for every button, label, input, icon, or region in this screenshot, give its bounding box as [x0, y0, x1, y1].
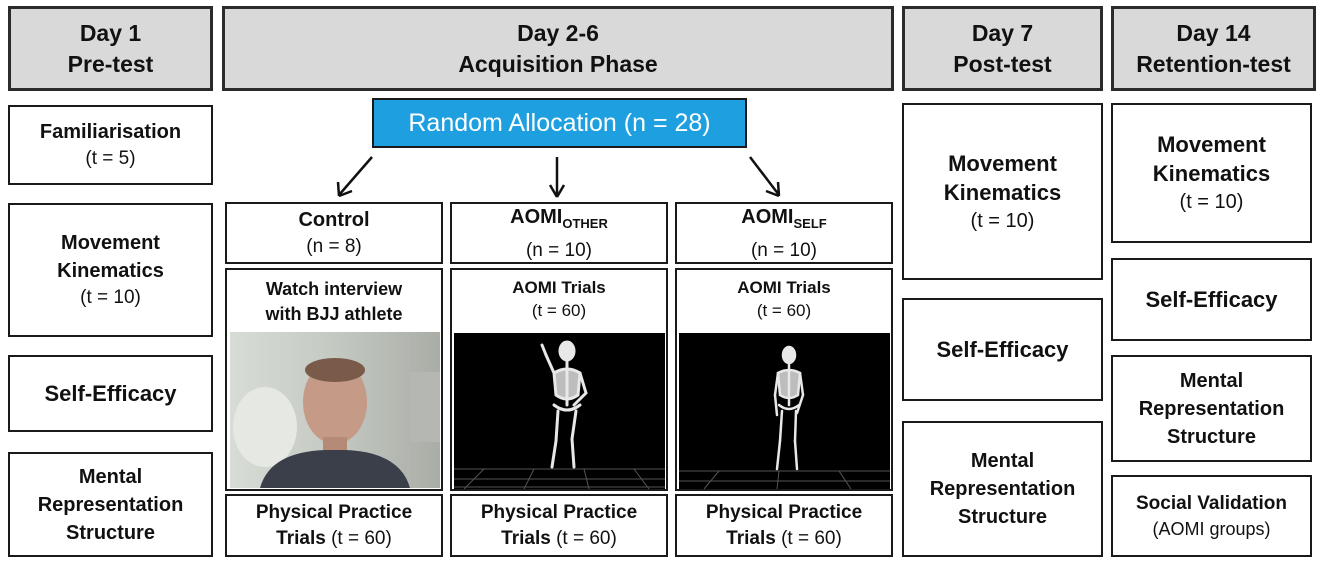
random-allocation-box: Random Allocation (n = 28) [372, 98, 747, 148]
pretest-mental-line1: Mental [78, 465, 143, 488]
aomi-self-task-line1: AOMI Trials [737, 278, 831, 297]
posttest-mental-line2: Representation [929, 478, 1076, 500]
control-title: Control [298, 209, 370, 231]
control-task-line1: Watch interview [265, 279, 403, 299]
retention-kinematics-detail: (t = 10) [1179, 191, 1244, 213]
pretest-kinematics-detail: (t = 10) [80, 287, 141, 308]
posttest-kinematics-box: Movement Kinematics (t = 10) [902, 103, 1103, 280]
aomi-self-practice-line1: Physical Practice [705, 501, 863, 523]
day7-header-line1: Day 7 [971, 19, 1034, 46]
random-allocation-label: Random Allocation (n = 28) [408, 108, 711, 137]
aomi-other-practice-line2: Trials (t = 60) [501, 526, 617, 552]
aomi-self-title-wrap: AOMISELF [741, 203, 826, 238]
pretest-mental-line2: Representation [37, 493, 184, 516]
control-task-line2: with BJJ athlete [265, 304, 403, 324]
retention-social-box: Social Validation (AOMI groups) [1111, 475, 1312, 557]
control-practice-box: Physical Practice Trials (t = 60) [225, 494, 443, 557]
aomi-other-title-sub: OTHER [562, 215, 608, 231]
interview-video-thumbnail [230, 332, 440, 488]
aomi-self-practice-box: Physical Practice Trials (t = 60) [675, 494, 893, 557]
aomi-other-practice-box: Physical Practice Trials (t = 60) [450, 494, 668, 557]
aomi-other-task-detail: (t = 60) [531, 301, 587, 320]
retention-kinematics-line1: Movement [1157, 132, 1266, 157]
aomi-other-n: (n = 10) [525, 239, 592, 261]
day2-6-header: Day 2-6 Acquisition Phase [222, 6, 894, 91]
familiarisation-box: Familiarisation (t = 5) [8, 105, 213, 185]
aomi-self-practice-detail: (t = 60) [781, 527, 842, 549]
day7-header: Day 7 Post-test [902, 6, 1103, 91]
retention-mental-line2: Representation [1138, 397, 1285, 420]
control-practice-line1: Physical Practice [255, 501, 413, 523]
control-practice-detail: (t = 60) [331, 527, 392, 549]
pretest-kinematics-line2: Kinematics [57, 260, 164, 282]
arrow-to-control-head [336, 181, 353, 198]
retention-social-detail: (AOMI groups) [1152, 518, 1271, 539]
aomi-self-title-sub: SELF [793, 215, 827, 231]
retention-self-efficacy-title: Self-Efficacy [1145, 287, 1278, 312]
day1-header-line1: Day 1 [79, 19, 142, 46]
posttest-kinematics-detail: (t = 10) [970, 209, 1035, 232]
day14-header-line1: Day 14 [1176, 19, 1251, 46]
posttest-kinematics-line1: Movement [948, 150, 1057, 176]
aomi-other-practice-trials: Trials [501, 527, 551, 549]
day14-header: Day 14 Retention-test [1111, 6, 1316, 91]
pretest-kinematics-box: Movement Kinematics (t = 10) [8, 203, 213, 337]
familiarisation-title: Familiarisation [39, 121, 182, 143]
aomi-self-practice-line2: Trials (t = 60) [726, 526, 842, 552]
aomi-self-title-box: AOMISELF (n = 10) [675, 202, 893, 264]
day14-header-line2: Retention-test [1136, 50, 1291, 77]
aomi-self-n: (n = 10) [750, 239, 817, 261]
posttest-self-efficacy-box: Self-Efficacy [902, 298, 1103, 401]
aomi-other-title-box: AOMIOTHER (n = 10) [450, 202, 668, 264]
interview-video-image [230, 332, 440, 488]
skeleton-other-image [454, 340, 665, 489]
day2-6-header-line1: Day 2-6 [517, 19, 599, 46]
posttest-mental-line3: Structure [958, 506, 1047, 528]
pretest-mental-box: Mental Representation Structure [8, 452, 213, 557]
retention-social-title: Social Validation [1136, 492, 1287, 514]
day1-header: Day 1 Pre-test [8, 6, 213, 91]
pretest-mental-line3: Structure [66, 521, 155, 544]
posttest-mental-box: Mental Representation Structure [902, 421, 1103, 557]
arrow-to-control [338, 156, 373, 196]
aomi-other-video-thumbnail [454, 333, 665, 489]
day2-6-header-line2: Acquisition Phase [458, 50, 658, 77]
posttest-mental-line1: Mental [970, 450, 1035, 472]
control-n: (n = 8) [306, 236, 362, 257]
pretest-self-efficacy-title: Self-Efficacy [44, 381, 177, 406]
retention-self-efficacy-box: Self-Efficacy [1111, 258, 1312, 341]
posttest-kinematics-line2: Kinematics [943, 179, 1062, 205]
control-practice-line2: Trials (t = 60) [276, 526, 392, 552]
aomi-other-practice-detail: (t = 60) [556, 527, 617, 549]
skeleton-self-image [679, 345, 890, 489]
familiarisation-detail: (t = 5) [85, 148, 136, 169]
aomi-self-title: AOMI [741, 205, 794, 228]
aomi-self-task-detail: (t = 60) [756, 301, 812, 320]
control-title-box: Control (n = 8) [225, 202, 443, 264]
arrow-to-aomi-other-head [548, 184, 566, 198]
posttest-self-efficacy-title: Self-Efficacy [936, 337, 1069, 362]
retention-kinematics-line2: Kinematics [1152, 161, 1271, 186]
aomi-other-title: AOMI [510, 205, 563, 228]
arrow-to-aomi-self-head [765, 181, 781, 198]
aomi-self-practice-trials: Trials [726, 527, 776, 549]
pretest-kinematics-line1: Movement [61, 232, 160, 254]
retention-kinematics-box: Movement Kinematics (t = 10) [1111, 103, 1312, 243]
aomi-self-video-thumbnail [679, 333, 890, 489]
day7-header-line2: Post-test [953, 50, 1052, 77]
aomi-other-practice-line1: Physical Practice [480, 501, 638, 523]
day1-header-line2: Pre-test [67, 50, 154, 77]
retention-mental-line1: Mental [1179, 369, 1244, 392]
aomi-other-task-line1: AOMI Trials [512, 278, 606, 297]
control-practice-trials: Trials [276, 527, 326, 549]
retention-mental-line3: Structure [1167, 425, 1256, 448]
aomi-other-title-wrap: AOMIOTHER [510, 203, 608, 238]
retention-mental-box: Mental Representation Structure [1111, 355, 1312, 462]
arrow-to-aomi-self [749, 156, 780, 196]
pretest-self-efficacy-box: Self-Efficacy [8, 355, 213, 432]
